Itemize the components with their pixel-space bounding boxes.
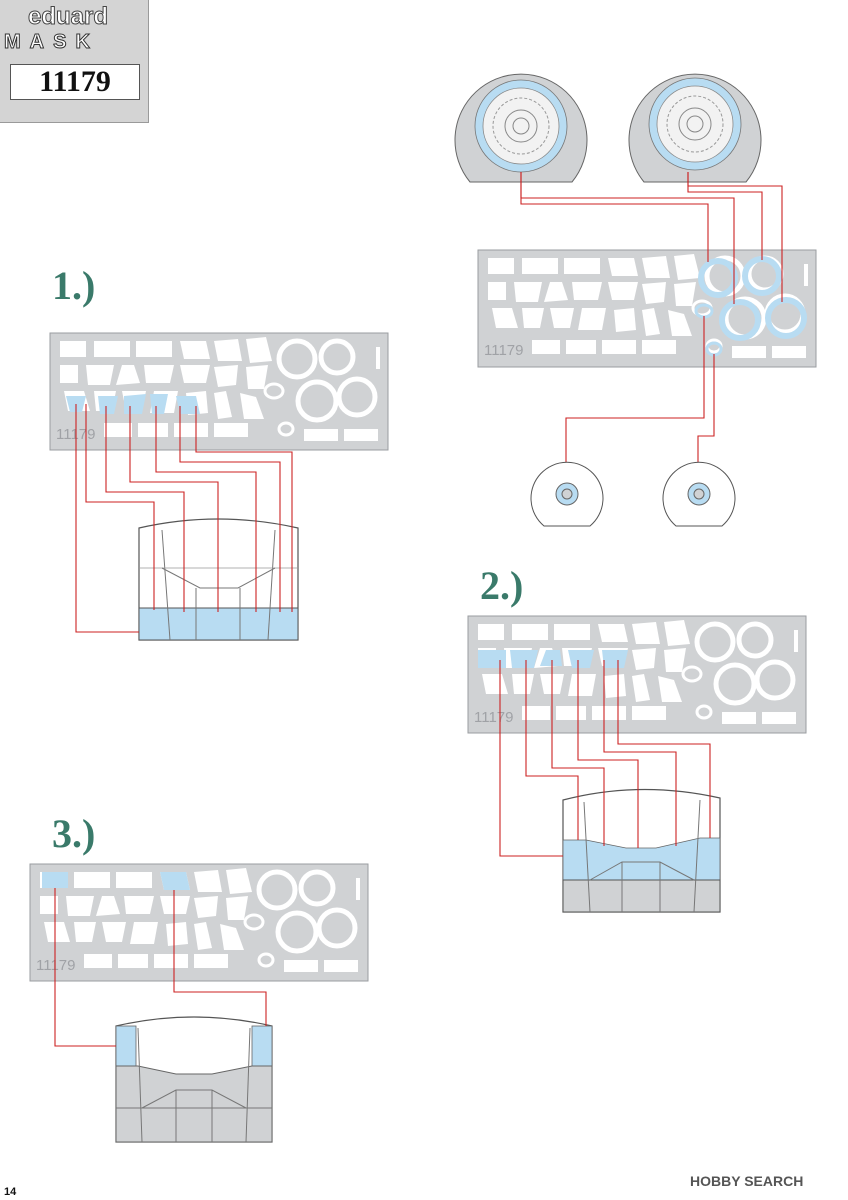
watermark: HOBBY SEARCH: [690, 1173, 804, 1189]
step-1-leader-lines: [75, 404, 293, 633]
step-2-leader-lines: [499, 660, 711, 857]
page-number: 14: [4, 1186, 17, 1198]
logo-product: MASK: [4, 31, 99, 53]
wheel-mask-sheet: [477, 249, 817, 368]
step-2-label: 2.): [480, 563, 524, 608]
main-wheel-right: [628, 73, 762, 183]
tail-wheel-left: [530, 461, 604, 527]
step-2-sheet-number: 11179: [474, 709, 514, 726]
step-3-canopy: [115, 1016, 273, 1143]
step-3-label: 3.): [52, 811, 96, 856]
step-1-label: 1.): [52, 263, 96, 308]
product-logo: eduard MASK 11179: [0, 0, 149, 123]
step-2-canopy: [562, 788, 721, 913]
wheel-sheet-number: 11179: [484, 342, 524, 359]
step-3-sheet-number: 11179: [36, 957, 76, 974]
step-2-sheet: [467, 615, 807, 734]
logo-code: 11179: [10, 64, 140, 100]
step-1-sheet: [49, 332, 389, 451]
logo-brand: eduard: [28, 3, 109, 30]
step-3-leader-lines: [54, 888, 267, 1047]
tail-wheel-right: [662, 461, 736, 527]
step-3-sheet: [29, 863, 369, 982]
main-wheel-left: [454, 73, 588, 183]
